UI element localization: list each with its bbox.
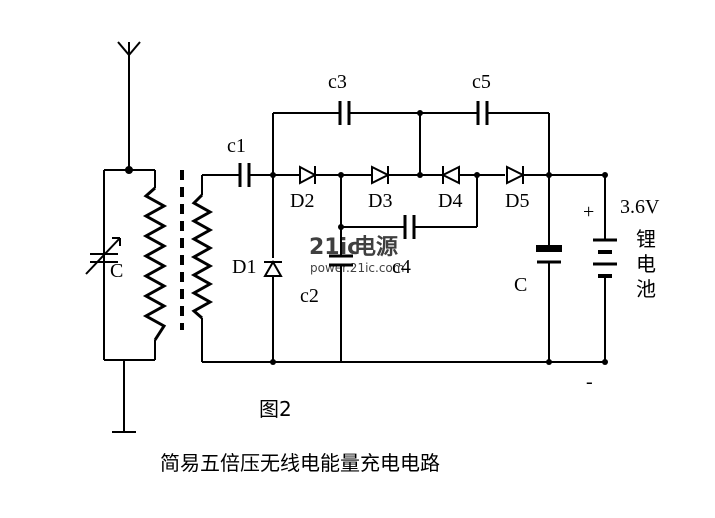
label-d2: D2 <box>290 190 314 212</box>
capacitor-c1 <box>215 163 273 187</box>
label-d5: D5 <box>505 190 529 212</box>
diode-d3 <box>371 165 443 185</box>
capacitor-c4 <box>341 175 478 239</box>
label-plus: + <box>583 201 594 223</box>
label-minus: - <box>586 371 593 393</box>
diode-d1 <box>263 175 283 362</box>
diode-d4 <box>440 165 505 185</box>
watermark: 21ic 电源 power.21ic.com <box>309 235 404 275</box>
tuning-tank <box>85 169 168 433</box>
label-battery-3: 池 <box>636 277 656 301</box>
primary-coil <box>142 186 168 341</box>
label-c3: c3 <box>328 71 347 93</box>
figure-label: 图2 <box>259 397 292 421</box>
variable-capacitor <box>85 237 121 275</box>
capacitor-c3 <box>273 101 478 125</box>
label-c4: c4 <box>392 256 411 278</box>
caption: 简易五倍压无线电能量充电电路 <box>160 451 440 475</box>
label-d3: D3 <box>368 190 392 212</box>
capacitor-c5 <box>476 101 549 125</box>
label-c2: c2 <box>300 285 319 307</box>
label-c-tuning: C <box>110 260 123 282</box>
watermark-url: power.21ic.com <box>310 261 404 275</box>
capacitor-c-output <box>536 113 562 362</box>
label-d4: D4 <box>438 190 462 212</box>
label-battery-2: 电 <box>636 252 656 276</box>
label-c5: c5 <box>472 71 491 93</box>
antenna <box>117 41 141 174</box>
secondary-coil <box>190 174 215 362</box>
diode-d5 <box>506 165 605 185</box>
diode-d2 <box>299 165 372 185</box>
label-c1: c1 <box>227 135 246 157</box>
label-battery-1: 锂 <box>636 227 656 251</box>
label-voltage: 3.6V <box>620 196 660 218</box>
capacitor-c2 <box>329 175 353 362</box>
watermark-brand: 21ic <box>309 235 360 260</box>
label-c-output: C <box>514 274 527 296</box>
battery <box>593 175 617 362</box>
label-d1: D1 <box>232 256 256 278</box>
watermark-brand-suffix: 电源 <box>354 235 398 260</box>
